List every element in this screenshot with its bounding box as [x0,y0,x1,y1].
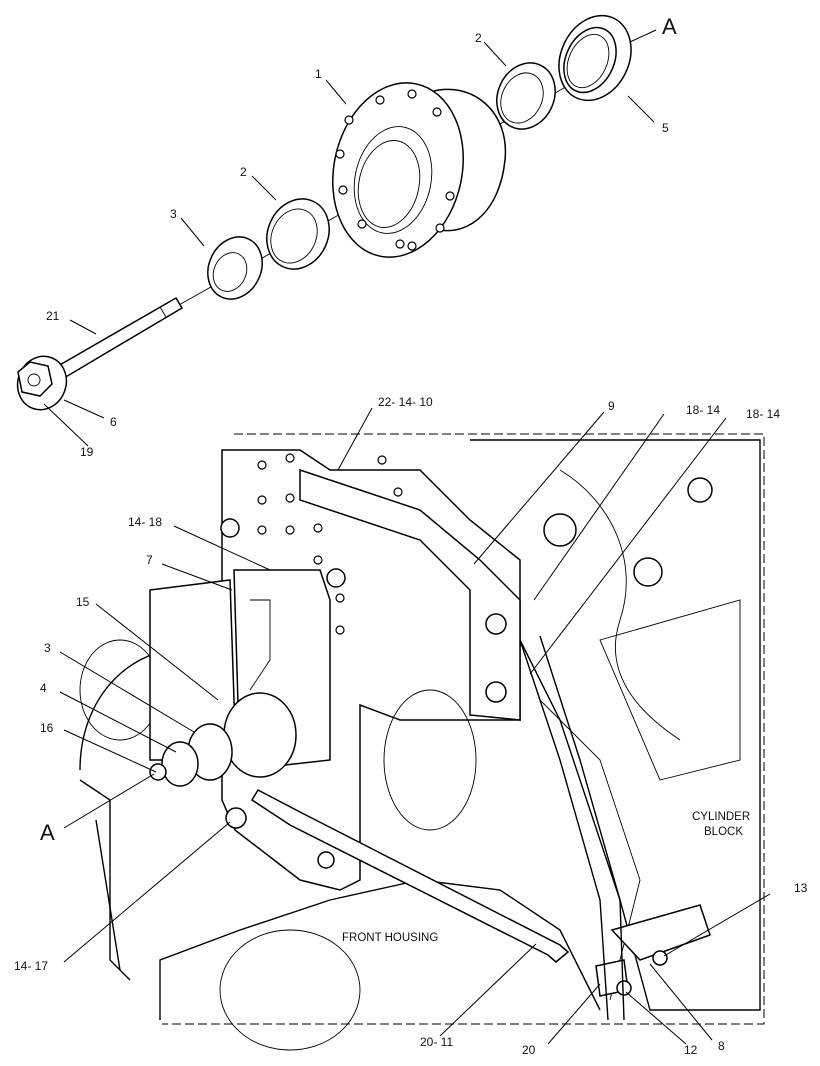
callout-16: 16 [40,721,54,735]
pulley-body [79,639,161,741]
block-contour-b [599,599,741,781]
bracket-bolts [485,613,507,703]
front-housing-label: FRONT HOUSING [342,932,438,944]
block-boss-3 [687,477,713,503]
shaft-part-21 [57,296,184,380]
block-contour-a [559,469,681,741]
callout-13: 13 [794,881,808,895]
bolt-lower [317,851,335,869]
front-housing-outline [159,879,601,1020]
bolt-14-18 [220,518,240,538]
callout-1: 1 [315,67,322,81]
bearing-cup-part-2-upper [496,62,556,130]
leader-lines [43,29,771,1045]
callout-18-14-b: 18- 14 [746,407,780,421]
oil-line-20-11 [250,789,570,963]
fitting-bracket-8 [610,904,711,961]
callout-20: 20 [522,1043,536,1057]
view-marker-a-top: A [662,14,677,39]
cylinder-block-label-line1: CYLINDER [692,811,750,823]
bearing-cone-part-3-upper [207,236,263,300]
view-marker-a-left: A [40,820,55,845]
callout-22-14-10: 22- 14- 10 [378,395,433,409]
idler-assembled [149,692,297,787]
callout-14-17: 14- 17 [14,959,48,973]
callout-7: 7 [146,553,153,567]
callout-21: 21 [46,309,60,323]
belt-guard-inner [95,819,121,971]
bolt-14-17 [225,807,247,829]
callout-18-14-a: 18- 14 [686,403,720,417]
bolt-right [326,568,346,588]
callout-15: 15 [76,595,90,609]
front-housing-port [383,689,477,831]
cylinder-block-label-line2: BLOCK [704,826,743,838]
bearing-cup-part-2-lower [266,198,330,270]
callout-19: 19 [80,445,94,459]
exploded-idler-assembly [16,14,632,411]
engine-front-view [79,433,765,1051]
callout-12: 12 [684,1043,698,1057]
block-boss-1 [633,557,663,587]
callout-8: 8 [718,1039,725,1053]
callout-3-upper: 3 [170,207,177,221]
rail-right [539,635,625,1021]
seal-part-5 [558,14,632,102]
callout-5: 5 [662,121,669,135]
callout-9: 9 [608,399,615,413]
callout-2-lower: 2 [240,165,247,179]
view-boundary [162,433,765,1025]
callout-3-lower: 3 [44,641,51,655]
block-boss-2 [543,513,577,547]
callout-2-upper: 2 [475,31,482,45]
front-housing-opening [219,929,361,1051]
nut-part-19 [17,361,53,397]
fitting-part-12 [616,980,632,996]
rail-left [519,639,609,1021]
callout-labels: 1 2 2 3 3 4 5 6 7 8 9 12 13 15 16 19 20 … [14,14,808,1057]
callout-4: 4 [40,681,47,695]
callout-20-11: 20- 11 [420,1035,453,1049]
hub-part-1 [332,82,507,258]
callout-14-18: 14- 18 [128,515,162,529]
bolt-part-13 [652,950,668,966]
mount-slot [249,599,271,691]
callout-6: 6 [110,415,117,429]
